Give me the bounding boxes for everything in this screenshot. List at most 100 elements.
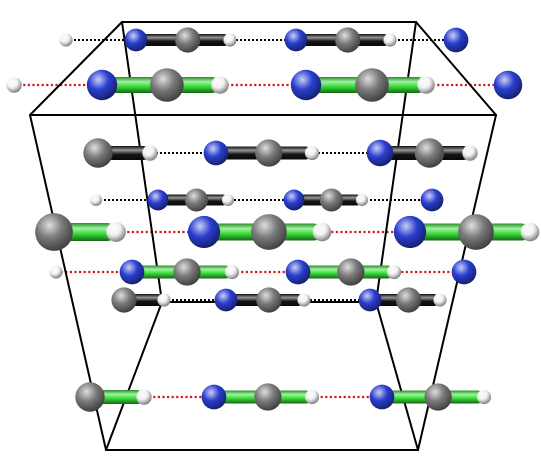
molecule [443,27,469,53]
carbon-atom [255,139,283,167]
molecule [369,383,492,411]
hydrogen-atom [304,145,320,161]
hydrogen-atom [59,33,73,47]
molecule [366,138,478,168]
carbon-atom [254,383,282,411]
carbon-atom [251,214,287,250]
molecule [83,138,158,168]
molecule [451,259,477,285]
molecule [187,214,332,250]
hydrogen-atom [304,389,320,405]
hydrogen-atom [386,264,402,280]
carbon-atom [175,27,201,53]
nitrogen-atom [201,384,227,410]
hydrogen-atom [49,265,63,279]
molecule [119,258,240,286]
carbon-atom [111,287,137,313]
hydrogen-atom [476,389,492,405]
nitrogen-atom [393,215,427,249]
carbon-atom [355,68,389,102]
unit-cell-edge [121,21,163,303]
carbon-atom [414,138,445,168]
hydrogen-atom [6,77,22,93]
carbon-atom [173,258,201,286]
carbon-atom [458,214,494,250]
hydrogen-atom [89,193,103,207]
carbon-atom [319,188,343,212]
nitrogen-atom [290,69,322,101]
nitrogen-atom [147,189,169,211]
molecule [35,213,126,251]
carbon-atom [35,213,73,251]
molecule-layer [6,27,540,412]
molecule [290,68,435,102]
hydrogen-atom [211,76,229,94]
hydrogen-atom [157,293,171,307]
molecule [493,70,523,100]
carbon-atom [83,138,113,168]
unit-cell-edge [415,21,497,116]
nitrogen-atom [284,28,308,52]
nitrogen-atom [285,259,311,285]
unit-cell-edge [29,21,123,116]
nitrogen-atom [358,288,382,312]
molecule [49,265,63,279]
nitrogen-atom [366,139,394,167]
nitrogen-atom [203,140,229,166]
hydrogen-atom [433,293,447,307]
molecule [284,27,397,53]
hydrogen-atom [462,145,478,161]
nitrogen-atom [124,28,148,52]
unit-cell-edge [375,21,417,303]
molecule [59,33,73,47]
nitrogen-atom [86,69,118,101]
molecule [147,188,235,212]
molecule [201,383,320,411]
molecule [285,258,402,286]
molecule [6,77,22,93]
molecule [86,68,229,102]
carbon-atom [184,188,209,212]
hydrogen-atom [520,222,540,242]
hydrogen-bond-layer [14,39,508,399]
hydrogen-atom [136,389,152,405]
molecule [214,287,311,313]
hydrogen-atom [355,193,369,207]
carbon-atom [335,27,361,53]
unit-cell-box [29,21,497,451]
hydrogen-atom [221,193,235,207]
molecule [358,287,447,313]
molecule [420,188,444,212]
nitrogen-atom [214,288,238,312]
nitrogen-atom [187,215,221,249]
carbon-atom [337,258,365,286]
carbon-atom [256,287,282,313]
carbon-atom [75,382,105,412]
unit-cell-edge [375,301,419,451]
hydrogen-atom [383,33,397,47]
hydrogen-atom [106,222,126,242]
hydrogen-atom [312,222,332,242]
molecule [124,27,237,53]
nitrogen-atom [420,188,444,212]
nitrogen-atom [369,384,395,410]
nitrogen-atom [443,27,469,53]
nitrogen-atom [493,70,523,100]
nitrogen-atom [119,259,145,285]
nitrogen-atom [451,259,477,285]
molecule [89,193,103,207]
hydrogen-atom [224,264,240,280]
hydrogen-atom [223,33,237,47]
nitrogen-atom [283,189,305,211]
molecule [203,139,320,167]
carbon-atom [150,68,184,102]
hydrogen-atom [417,76,435,94]
hydrogen-atom [142,145,158,161]
molecule [283,188,369,212]
molecule [75,382,152,412]
carbon-atom [395,287,422,313]
molecule [111,287,171,313]
unit-cell-edge [105,301,163,451]
molecule [393,214,540,250]
